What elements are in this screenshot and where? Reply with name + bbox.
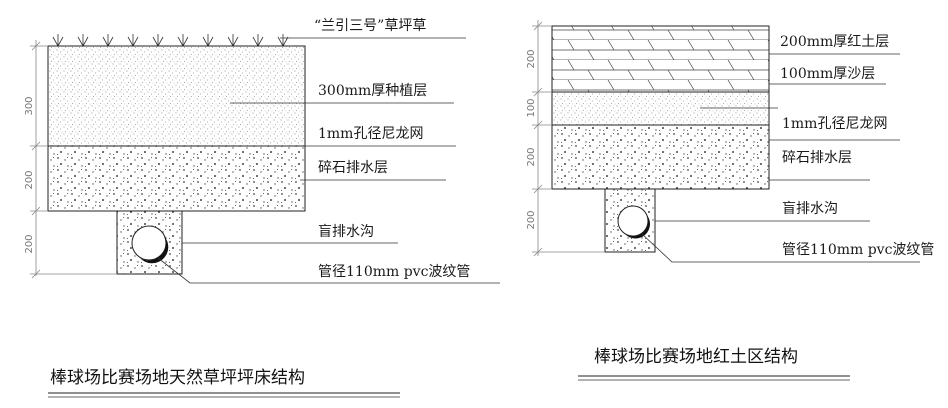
grass-tick xyxy=(177,34,189,47)
pvc-pipe-icon xyxy=(131,225,169,264)
dim-right-3: 200 xyxy=(526,147,537,166)
grass-tick xyxy=(252,34,264,47)
dim-left-1: 300 xyxy=(24,96,35,115)
label-ditch-right: 盲排水沟 xyxy=(782,200,838,217)
dim-right-2: 100 xyxy=(526,98,537,117)
right-title: 棒球场比赛场地红土区结构 xyxy=(594,346,798,367)
right-dimension-line: 200 100 200 200 xyxy=(526,20,605,257)
sand-layer xyxy=(551,91,770,126)
planting-layer xyxy=(47,45,306,147)
grass-tick xyxy=(52,34,64,47)
grass-tick xyxy=(77,34,89,47)
right-diagram: 200 100 200 200 200mm厚红土层 100mm厚沙层 1mm孔径… xyxy=(526,20,934,381)
gravel-layer-right xyxy=(551,124,770,190)
pvc-pipe-icon-right xyxy=(617,205,650,239)
dim-left-3: 200 xyxy=(24,234,35,253)
clay-layer xyxy=(551,25,770,93)
right-leader-lines xyxy=(641,53,920,263)
dim-left-2: 200 xyxy=(24,170,35,189)
grass-tick xyxy=(127,34,139,47)
left-diagram: 300 200 200 “兰引三号”草坪草 300mm厚种植层 1mm孔径尼龙网… xyxy=(24,18,500,398)
label-mesh: 1mm孔径尼龙网 xyxy=(318,126,423,142)
label-gravel: 碎石排水层 xyxy=(318,160,388,176)
grass-tick xyxy=(102,34,114,47)
gravel-layer xyxy=(47,145,306,212)
label-sand: 100mm厚沙层 xyxy=(780,66,875,82)
grass-tick xyxy=(202,34,214,47)
label-clay: 200mm厚红土层 xyxy=(780,34,889,50)
label-ditch: 盲排水沟 xyxy=(318,223,374,240)
grass-tick xyxy=(152,34,164,47)
grass-symbols xyxy=(48,34,305,47)
label-mesh-right: 1mm孔径尼龙网 xyxy=(782,116,887,132)
label-planting-layer: 300mm厚种植层 xyxy=(318,83,427,99)
label-gravel-right: 碎石排水层 xyxy=(782,150,852,166)
label-pipe: 管径110mm pvc波纹管 xyxy=(318,264,470,280)
dim-right-1: 200 xyxy=(526,49,537,68)
label-grass: “兰引三号”草坪草 xyxy=(314,18,426,34)
left-leader-lines xyxy=(157,37,500,284)
dim-right-4: 200 xyxy=(526,210,537,229)
label-pipe-right: 管径110mm pvc波纹管 xyxy=(782,242,934,258)
grass-tick xyxy=(277,34,289,47)
left-title: 棒球场比赛场地天然草坪坪床结构 xyxy=(50,367,305,388)
grass-tick xyxy=(227,34,239,47)
left-dimension-line: 300 200 200 xyxy=(24,40,117,279)
